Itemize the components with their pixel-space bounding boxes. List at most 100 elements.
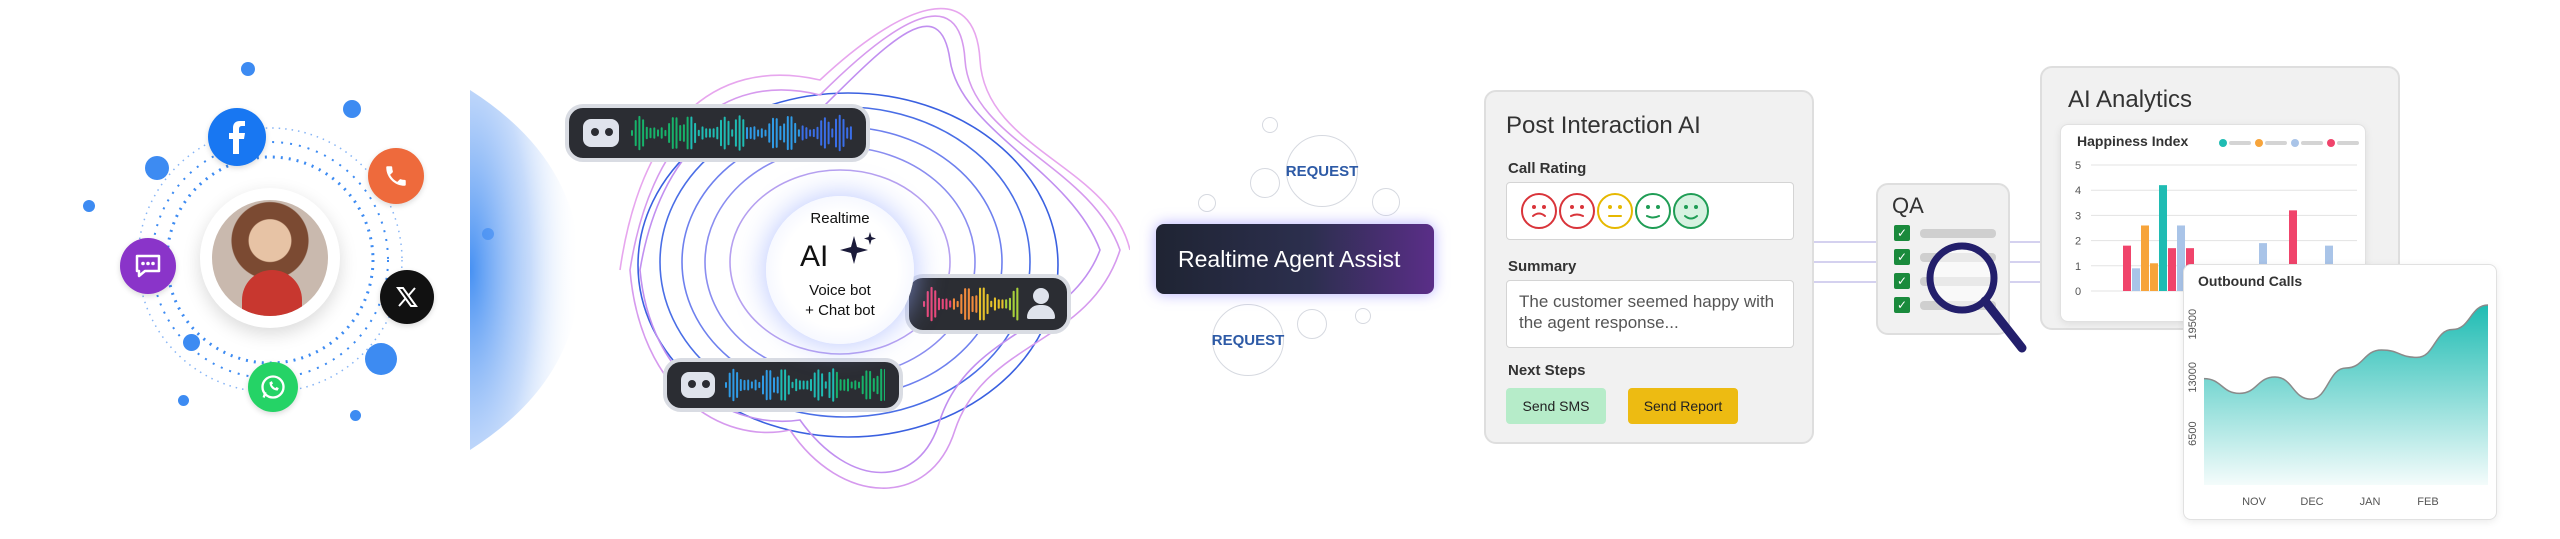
wave-bar — [765, 369, 768, 401]
facebook-icon[interactable] — [208, 108, 266, 166]
chat-icon[interactable] — [120, 238, 176, 294]
x-icon[interactable] — [380, 270, 434, 324]
rating-face-icon[interactable] — [1597, 193, 1633, 229]
wave-bar — [850, 126, 852, 140]
wave-bar — [821, 373, 824, 397]
wave-bar — [754, 379, 757, 391]
wave-bar — [743, 379, 746, 391]
summary-box: The customer seemed happy with the agent… — [1506, 280, 1794, 348]
wave-bar — [746, 127, 749, 140]
wave-bar — [809, 129, 812, 137]
wave-bar — [802, 380, 805, 390]
wave-bar — [683, 124, 686, 142]
wave-bar — [986, 293, 989, 315]
ai-engine-circle: Realtime AI Voice bot + Chat bot — [766, 196, 914, 344]
call-rating-label: Call Rating — [1508, 160, 1587, 177]
decor-bubble — [1372, 188, 1400, 216]
wave-bar — [672, 117, 675, 149]
wave-bar — [934, 290, 937, 318]
wave-bar — [649, 127, 652, 139]
wave-bar — [661, 127, 664, 139]
request-bubble-bottom: REQUEST — [1212, 304, 1284, 376]
wave-bar — [694, 122, 697, 144]
decor-dot — [365, 343, 397, 375]
post-interaction-card: Post Interaction AI Call Rating Summary … — [1484, 90, 1814, 444]
legend-bar — [2229, 141, 2251, 145]
decor-bubble — [1198, 194, 1216, 212]
wave-bar — [926, 291, 929, 318]
wave-bar — [646, 126, 649, 140]
wave-bar — [802, 125, 805, 141]
y-tick-label: 6500 — [2187, 421, 2199, 445]
decor-bubble — [1250, 168, 1280, 198]
legend-dot — [2219, 139, 2227, 147]
wave-bar — [813, 372, 816, 398]
ai-analytics-title: AI Analytics — [2068, 86, 2193, 113]
wave-bar — [701, 126, 704, 140]
wave-bar — [979, 287, 982, 321]
wave-bar — [923, 301, 926, 307]
rating-face-icon[interactable] — [1635, 193, 1671, 229]
x-tick-label: JAN — [2360, 496, 2381, 508]
check-icon: ✓ — [1894, 249, 1910, 265]
wave-bar — [776, 118, 779, 148]
wave-bar — [679, 125, 682, 142]
waveform — [631, 114, 852, 152]
rating-face-icon[interactable] — [1673, 193, 1709, 229]
outbound-chart-title: Outbound Calls — [2198, 273, 2303, 289]
realtime-agent-assist-button[interactable]: Realtime Agent Assist — [1156, 224, 1434, 294]
wave-bar — [839, 379, 842, 391]
wave-bar — [736, 372, 739, 398]
user-voice-pill — [905, 274, 1071, 334]
wave-bar — [657, 129, 660, 137]
check-icon: ✓ — [1894, 225, 1910, 241]
wave-bar — [761, 128, 764, 138]
wave-bar — [861, 375, 864, 395]
wave-bar — [739, 115, 742, 151]
wave-bar — [842, 118, 845, 147]
wave-bar — [690, 116, 693, 150]
decor-dot — [343, 100, 361, 118]
wave-bar — [967, 288, 970, 320]
area-fill — [2204, 305, 2488, 485]
rating-face-icon[interactable] — [1559, 193, 1595, 229]
whatsapp-icon[interactable] — [248, 362, 298, 412]
wave-bar — [1012, 290, 1015, 318]
wave-bar — [832, 368, 835, 402]
wave-bar — [687, 116, 690, 150]
y-tick-label: 13000 — [2187, 362, 2199, 393]
wave-bar — [949, 300, 952, 308]
wave-bar — [964, 288, 967, 320]
wave-bar — [790, 116, 793, 150]
wave-bar — [817, 369, 820, 401]
wave-bar — [780, 369, 783, 401]
wave-bar — [631, 130, 634, 136]
wave-bar — [975, 295, 978, 313]
wave-bar — [668, 123, 671, 143]
wave-bar — [850, 381, 853, 389]
wave-bar — [791, 381, 794, 389]
user-icon — [1025, 288, 1056, 320]
decor-dot — [350, 410, 361, 421]
wave-bar — [635, 120, 638, 147]
y-tick-label: 2 — [2075, 236, 2081, 248]
send-report-button[interactable]: Send Report — [1628, 388, 1738, 424]
wave-bar — [783, 123, 786, 143]
bar — [2177, 225, 2185, 291]
wave-bar — [742, 119, 745, 147]
phone-icon[interactable] — [368, 148, 424, 204]
area-line — [2203, 304, 2489, 400]
send-sms-button[interactable]: Send SMS — [1506, 388, 1606, 424]
rating-face-icon[interactable] — [1521, 193, 1557, 229]
wave-bar — [675, 117, 678, 149]
wave-bar — [772, 117, 775, 149]
bot-voice-pill-top — [565, 104, 870, 162]
wave-bar — [728, 372, 731, 398]
decor-dot — [83, 200, 95, 212]
wave-bar — [1016, 287, 1019, 321]
wave-bar — [806, 380, 809, 390]
wave-bar — [1001, 299, 1004, 309]
bar — [2289, 210, 2297, 291]
wave-bar — [798, 129, 801, 137]
